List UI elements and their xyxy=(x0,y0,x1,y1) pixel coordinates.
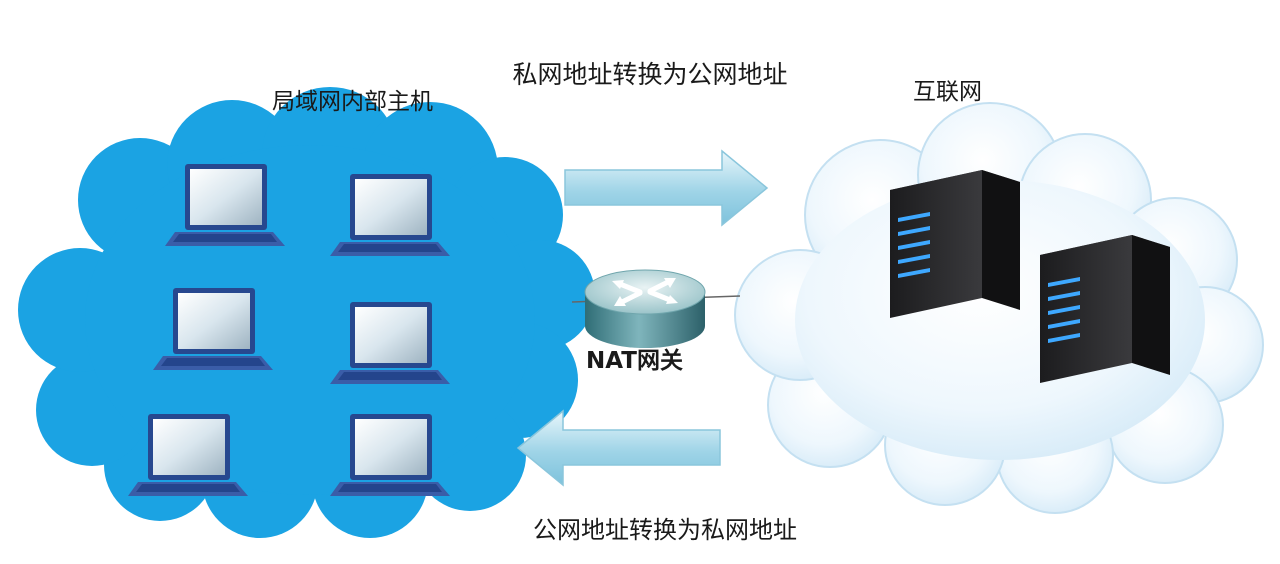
internet-label: 互联网 xyxy=(913,79,982,105)
server-icon xyxy=(1040,235,1170,383)
inbound-translation-label: 公网地址转换为私网地址 xyxy=(533,516,797,544)
lan-hosts-label: 局域网内部主机 xyxy=(272,89,433,115)
arrow-left-icon xyxy=(516,409,721,487)
internet-cloud-icon xyxy=(734,102,1264,514)
router-icon xyxy=(571,269,741,348)
lan-cloud-icon xyxy=(18,87,595,538)
arrow-right-icon xyxy=(564,149,769,227)
outbound-translation-label: 私网地址转换为公网地址 xyxy=(512,60,788,89)
server-icon xyxy=(890,170,1020,318)
nat-gateway-label: NAT网关 xyxy=(586,348,683,374)
